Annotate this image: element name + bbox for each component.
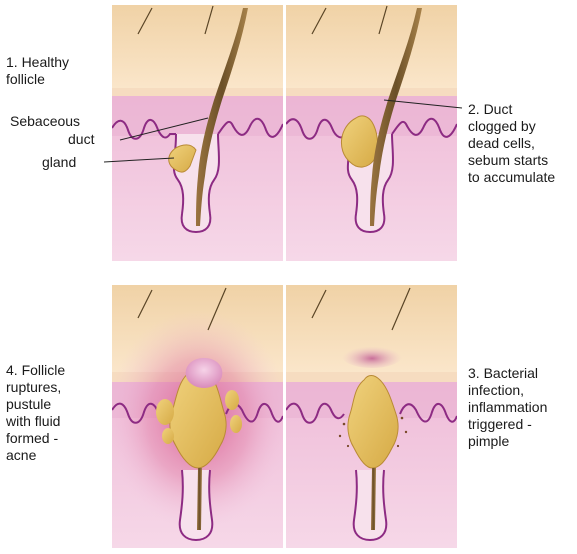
label-step4-acne: 4. Follicle ruptures, pustule with fluid… (6, 362, 65, 464)
panel-clogged-duct (286, 5, 457, 261)
sebum-blob (162, 428, 174, 444)
panel-pimple (286, 285, 457, 548)
inflammation-arc (342, 344, 402, 368)
sebum-blob (225, 390, 239, 410)
label-sebaceous: Sebaceous (10, 113, 80, 130)
follicle-outline (354, 470, 387, 540)
sebum-blob (230, 415, 242, 433)
label-step3-pimple: 3. Bacterial infection, inflammation tri… (468, 365, 547, 450)
panel-divider-horizontal (112, 261, 457, 285)
sebum-blob (156, 399, 174, 425)
follicle-outline (180, 470, 213, 540)
label-step1-healthy-follicle: 1. Healthy follicle (6, 54, 69, 88)
label-step2-clogged-duct: 2. Duct clogged by dead cells, sebum sta… (468, 101, 555, 186)
panel-healthy-follicle (112, 5, 283, 261)
label-gland: gland (42, 154, 76, 171)
pustule (186, 358, 223, 388)
label-duct: duct (68, 131, 94, 148)
panel-ruptured-follicle (106, 285, 290, 548)
